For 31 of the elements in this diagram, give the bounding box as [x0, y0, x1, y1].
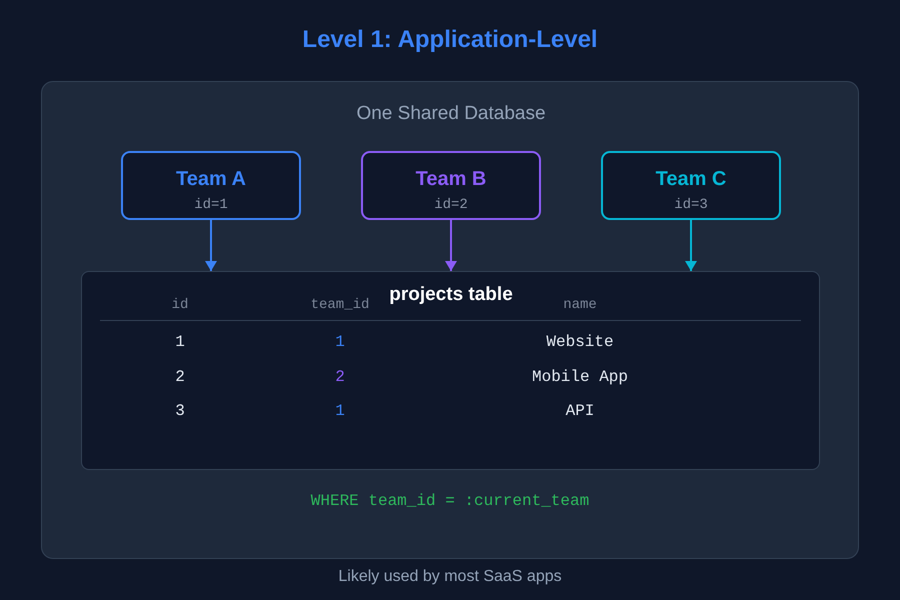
arrow [205, 220, 217, 271]
column-heading: id [172, 296, 188, 315]
diagram-title: Level 1: Application-Level [301, 25, 599, 55]
project-name: Website [546, 332, 614, 352]
team-id-value: 2 [335, 367, 345, 387]
row-id: 1 [175, 332, 185, 352]
panel-heading: One Shared Database [355, 102, 547, 126]
team-id-text: id=2 [433, 196, 469, 214]
column-heading: name [563, 296, 597, 315]
arrow [685, 220, 697, 271]
row-id: 3 [175, 401, 185, 421]
team-name: Team A [174, 167, 248, 192]
team-id-text: id=3 [673, 196, 709, 214]
where-clause: WHERE team_id = :current_team [310, 491, 590, 512]
project-name: API [566, 401, 594, 421]
project-name: Mobile App [532, 367, 628, 387]
team-id-text: id=1 [193, 196, 229, 214]
team-name: Team C [654, 167, 728, 192]
column-heading: team_id [310, 296, 370, 315]
team-id-value: 1 [335, 332, 345, 352]
team-card [361, 151, 541, 220]
team-card [601, 151, 781, 220]
arrow [445, 220, 457, 271]
team-id-value: 1 [335, 401, 345, 421]
table-panel [81, 271, 820, 470]
team-name: Team B [414, 167, 488, 192]
footnote: Likely used by most SaaS apps [337, 567, 563, 587]
database-panel [41, 81, 859, 559]
table-title: projects table [389, 283, 513, 307]
row-id: 2 [175, 367, 185, 387]
team-card [121, 151, 301, 220]
